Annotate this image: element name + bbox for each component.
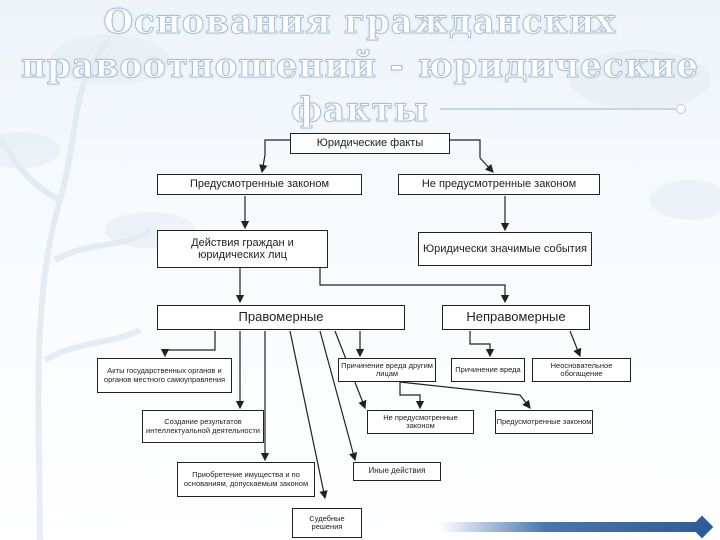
title-underline <box>440 108 678 110</box>
node-legally-significant-events: Юридически значимые события <box>418 232 592 266</box>
node-not-provided-by-law: Не предусмотренные законом <box>398 174 600 195</box>
node-provided-by-law-2: Предусмотренные законом <box>495 410 593 434</box>
node-lawful: Правомерные <box>157 305 405 330</box>
node-causing-harm: Причинение вреда <box>451 358 525 382</box>
title-line-1: Основания гражданских <box>103 2 617 43</box>
node-state-acts: Акты государственных органов и органов м… <box>97 358 232 393</box>
node-legal-facts: Юридические факты <box>290 133 450 154</box>
node-harm-to-others: Причинение вреда другим лицам <box>338 358 436 382</box>
footer-accent-bar <box>440 522 702 532</box>
node-court-decisions: Судебные решения <box>292 508 362 538</box>
title-line-2: правоотношений - юридические <box>21 46 699 87</box>
node-unjust-enrichment: Неосновательное обогащение <box>532 358 631 382</box>
node-other-actions: Иные действия <box>353 462 441 481</box>
node-unlawful: Неправомерные <box>442 305 590 330</box>
node-not-provided-by-law-2: Не предусмотренные законом <box>367 410 474 434</box>
node-intellectual-creation: Создание результатов интеллектуальной де… <box>142 410 264 443</box>
title-underline-dot <box>676 104 686 114</box>
slide-title: Основания гражданских правоотношений - ю… <box>0 0 720 132</box>
node-provided-by-law: Предусмотренные законом <box>157 174 362 195</box>
node-actions-of-persons: Действия граждан и юридических лиц <box>157 230 328 268</box>
title-line-3: факты <box>291 90 429 131</box>
node-property-acquisition: Приобретение имущества и по основаниям, … <box>177 462 315 497</box>
